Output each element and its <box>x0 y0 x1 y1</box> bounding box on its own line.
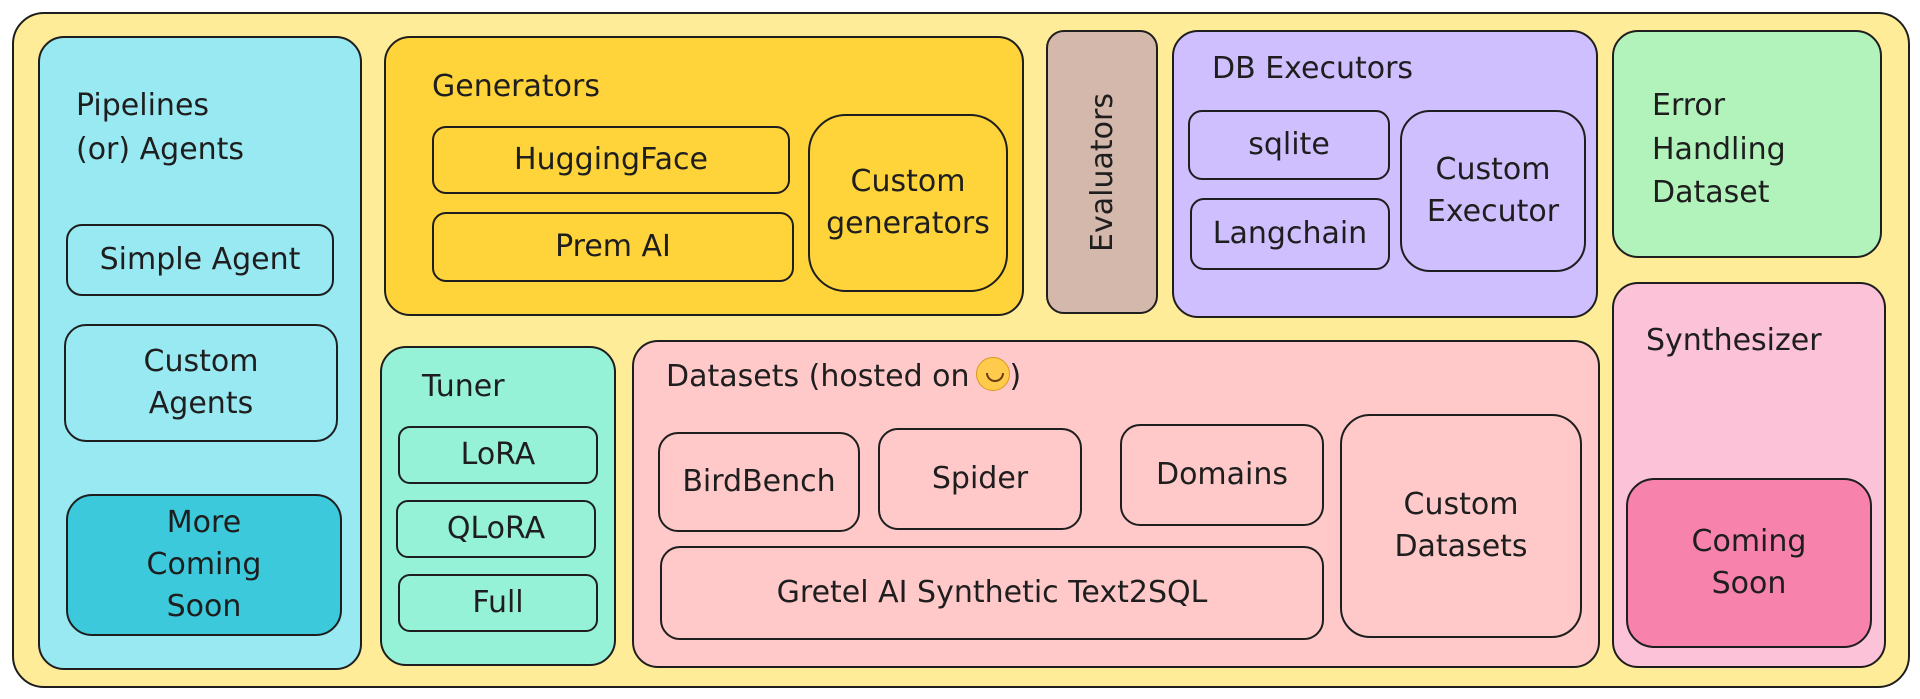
premai-label: Prem AI <box>555 229 671 264</box>
spider-label: Spider <box>931 461 1029 496</box>
simple-agent-box: Simple Agent <box>66 224 334 296</box>
gretel-box: Gretel AI Synthetic Text2SQL <box>660 546 1324 640</box>
lora-label: LoRA <box>460 437 536 472</box>
huggingface-box: HuggingFace <box>432 126 790 194</box>
custom-datasets-box: Custom Datasets <box>1340 414 1582 638</box>
generators-title: Generators <box>432 69 600 104</box>
sqlite-box: sqlite <box>1188 110 1390 180</box>
pipelines-title: Pipelines (or) Agents <box>76 88 245 167</box>
custom-generators-label: Custom generators <box>826 164 990 241</box>
custom-agents-label: Custom Agents <box>143 344 259 421</box>
error-handling-panel <box>1612 30 1882 258</box>
error-handling-title: Error Handling Dataset <box>1652 88 1786 210</box>
qlora-label: QLoRA <box>446 511 546 546</box>
full-box: Full <box>398 574 598 632</box>
langchain-box: Langchain <box>1190 198 1390 270</box>
qlora-box: QLoRA <box>396 500 596 558</box>
hugging-face-icon <box>975 357 1010 391</box>
domains-box: Domains <box>1120 424 1324 526</box>
custom-agents-box: Custom Agents <box>64 324 338 442</box>
tuner-title: Tuner <box>422 369 505 404</box>
coming-soon-box: Coming Soon <box>1626 478 1872 648</box>
spider-box: Spider <box>878 428 1082 530</box>
sqlite-label: sqlite <box>1248 127 1330 162</box>
domains-label: Domains <box>1155 457 1289 492</box>
more-coming-soon-label: More Coming Soon <box>146 505 262 624</box>
custom-executor-label: Custom Executor <box>1426 152 1560 229</box>
premai-box: Prem AI <box>432 212 794 282</box>
full-label: Full <box>472 585 524 620</box>
synthesizer-title: Synthesizer <box>1646 323 1822 358</box>
coming-soon-label: Coming Soon <box>1691 524 1807 601</box>
simple-agent-label: Simple Agent <box>99 242 301 277</box>
custom-executor-box: Custom Executor <box>1400 110 1586 272</box>
more-coming-soon-box: More Coming Soon <box>66 494 342 636</box>
birdbench-label: BirdBench <box>682 464 836 499</box>
custom-generators-box: Custom generators <box>808 114 1008 292</box>
lora-box: LoRA <box>398 426 598 484</box>
evaluators-panel: Evaluators <box>1046 30 1158 314</box>
db-executors-title: DB Executors <box>1212 51 1414 86</box>
datasets-title: Datasets (hosted on) <box>666 357 1022 394</box>
birdbench-box: BirdBench <box>658 432 860 532</box>
custom-datasets-label: Custom Datasets <box>1394 487 1528 564</box>
huggingface-label: HuggingFace <box>514 142 708 177</box>
langchain-label: Langchain <box>1212 216 1368 251</box>
gretel-label: Gretel AI Synthetic Text2SQL <box>776 575 1208 610</box>
datasets-title-text: Datasets (hosted on <box>666 359 970 394</box>
evaluators-label: Evaluators <box>1084 92 1120 252</box>
